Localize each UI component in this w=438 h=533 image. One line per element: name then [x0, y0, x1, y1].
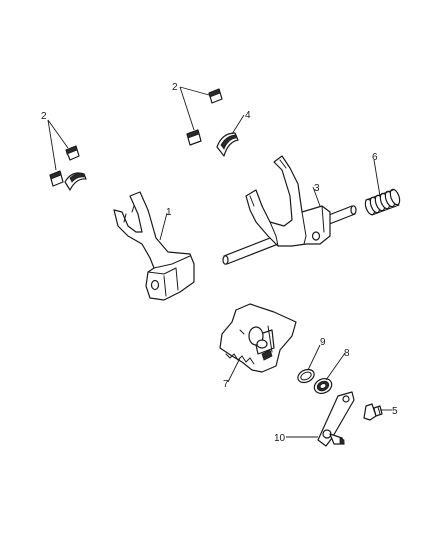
- fork-pad-mid-left: [49, 170, 64, 187]
- leader-lines: [47, 86, 392, 438]
- fork-pad-top: [208, 88, 223, 104]
- callout-5: 5: [392, 406, 398, 417]
- fork-pad-upper-center: [186, 129, 202, 146]
- callout-1: 1: [166, 207, 172, 218]
- callout-2-top: 2: [172, 82, 178, 93]
- bolt: [363, 403, 383, 421]
- fork-pad-curved-left: [64, 172, 87, 191]
- selector-lever: [317, 391, 355, 447]
- selector-plate: [219, 303, 297, 373]
- callout-2-left: 2: [41, 111, 47, 122]
- callout-4: 4: [245, 110, 251, 121]
- callout-7: 7: [223, 379, 229, 390]
- shift-fork-rail: [222, 155, 357, 265]
- callout-8: 8: [344, 348, 350, 359]
- snap-ring: [297, 368, 315, 384]
- fork-pad-curved-right: [216, 132, 239, 157]
- callout-9: 9: [320, 337, 326, 348]
- seal-washer: [313, 378, 333, 394]
- shift-fork-lever: [113, 191, 195, 301]
- detent-spring: [364, 188, 401, 216]
- callout-3: 3: [314, 183, 320, 194]
- callout-10: 10: [274, 433, 286, 444]
- fork-pad-upper-left: [65, 145, 80, 161]
- callout-6: 6: [372, 152, 378, 163]
